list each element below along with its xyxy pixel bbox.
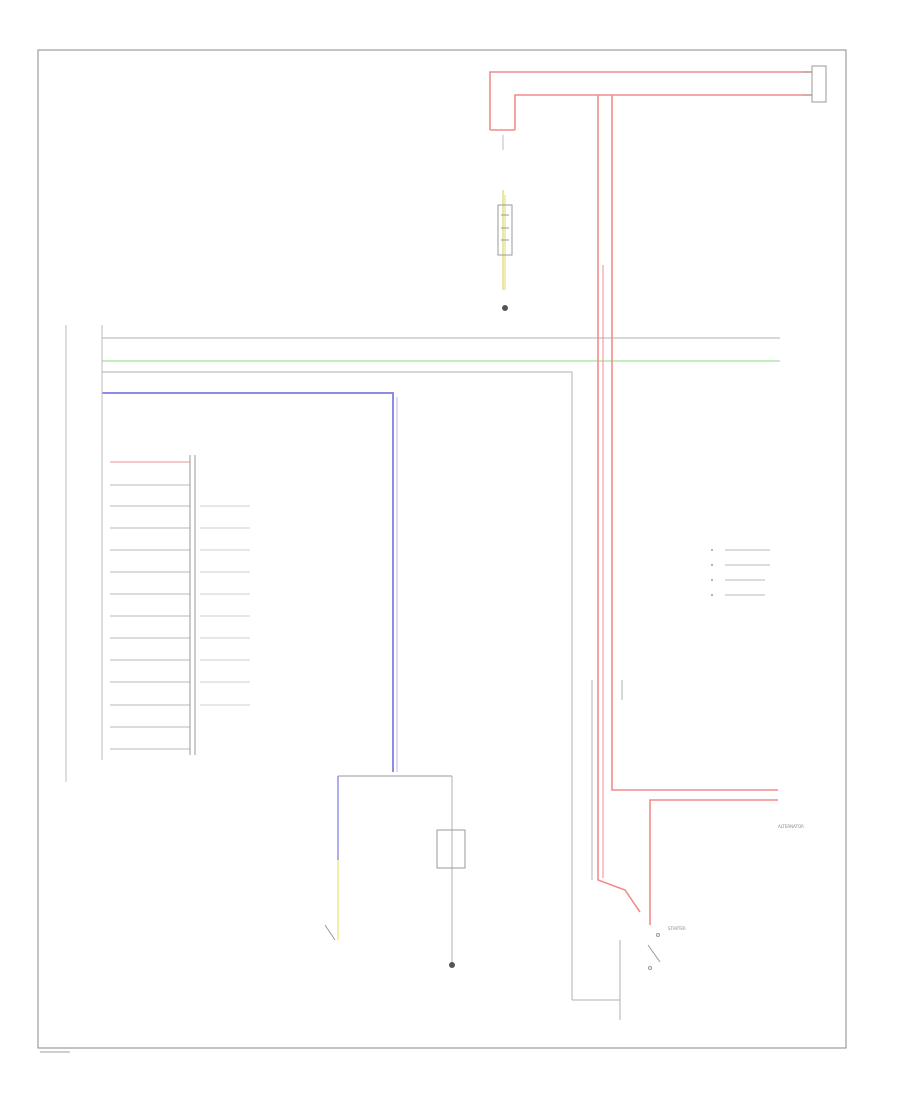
battery [497, 135, 513, 311]
switch-contact [324, 924, 336, 941]
ground-terminal [449, 962, 455, 968]
starter-label: STARTER [668, 926, 686, 931]
bus-line-blue [102, 392, 394, 772]
relay-box [436, 829, 466, 869]
alternator-label: ALTERNATOR [778, 824, 804, 829]
fusible-link-connector [811, 65, 827, 103]
left-connector-strip [65, 325, 103, 782]
battery-feed-wires [489, 71, 812, 178]
main-power-wires [597, 178, 778, 925]
starter-switch [647, 933, 661, 970]
right-pin-list [200, 505, 250, 706]
legend [711, 549, 770, 596]
diagram-frame [37, 49, 847, 1049]
starter-relay-wires [571, 600, 623, 1020]
bus-line-gray [102, 371, 573, 600]
ground-terminal [502, 305, 508, 311]
ground-connector-list [110, 455, 196, 755]
